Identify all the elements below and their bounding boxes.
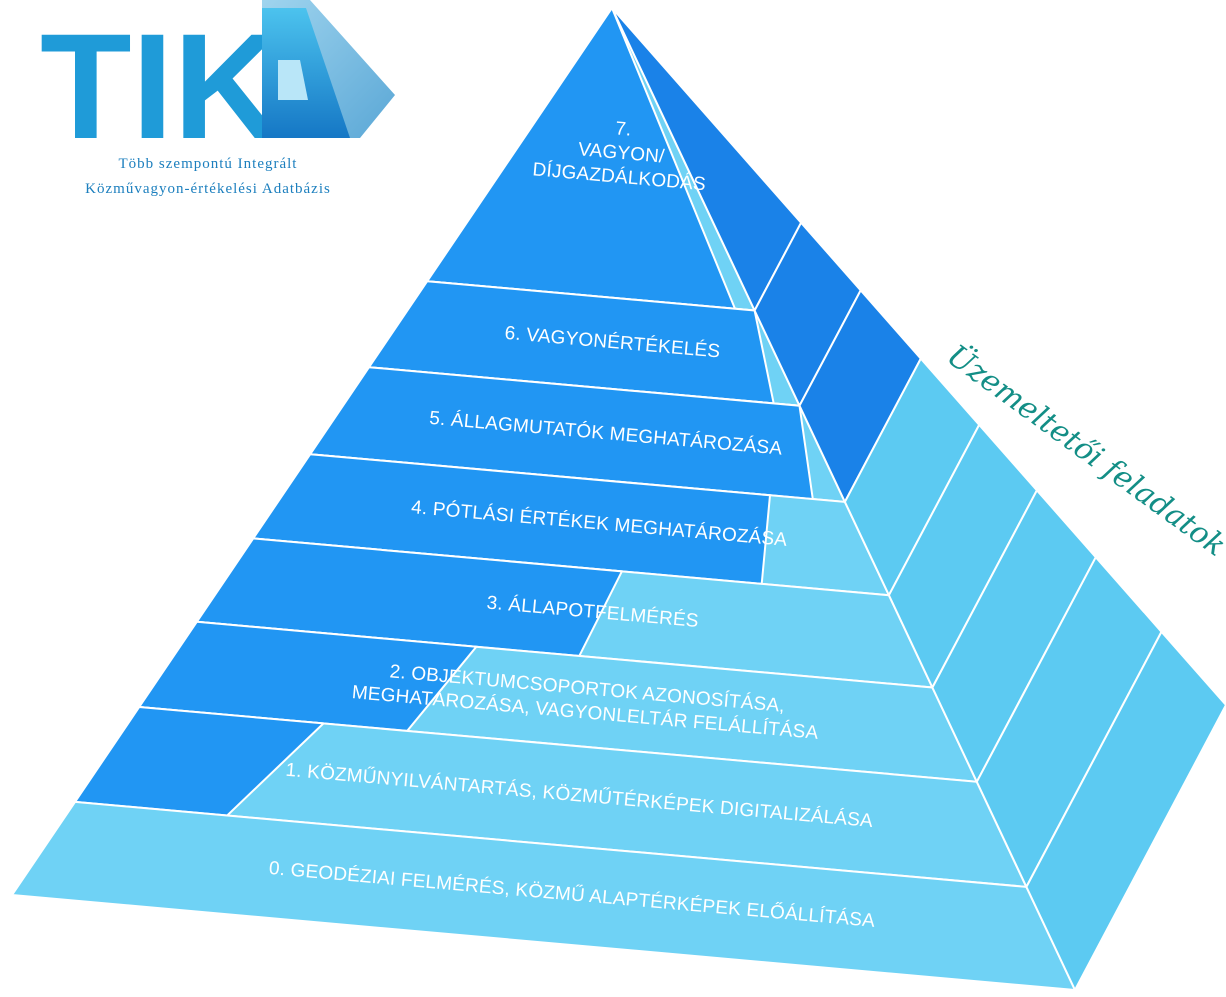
pyramid-right-face bbox=[611, 7, 1226, 993]
logo-tagline-line1: Több szempontú Integrált bbox=[119, 156, 298, 172]
logo-word: TIK bbox=[40, 2, 282, 170]
level-label-7-line-0: 7. bbox=[614, 118, 632, 140]
logo-a-hole bbox=[278, 60, 308, 100]
right-band-level-0 bbox=[1025, 630, 1226, 993]
logo-a-face bbox=[262, 8, 350, 138]
logo-tagline-line2: Közművagyon-értékelési Adatbázis bbox=[85, 181, 331, 197]
tika-logo: TIK Több szempontú Integrált Közművagyon… bbox=[40, 0, 395, 197]
pyramid-front-face bbox=[10, 5, 1077, 992]
